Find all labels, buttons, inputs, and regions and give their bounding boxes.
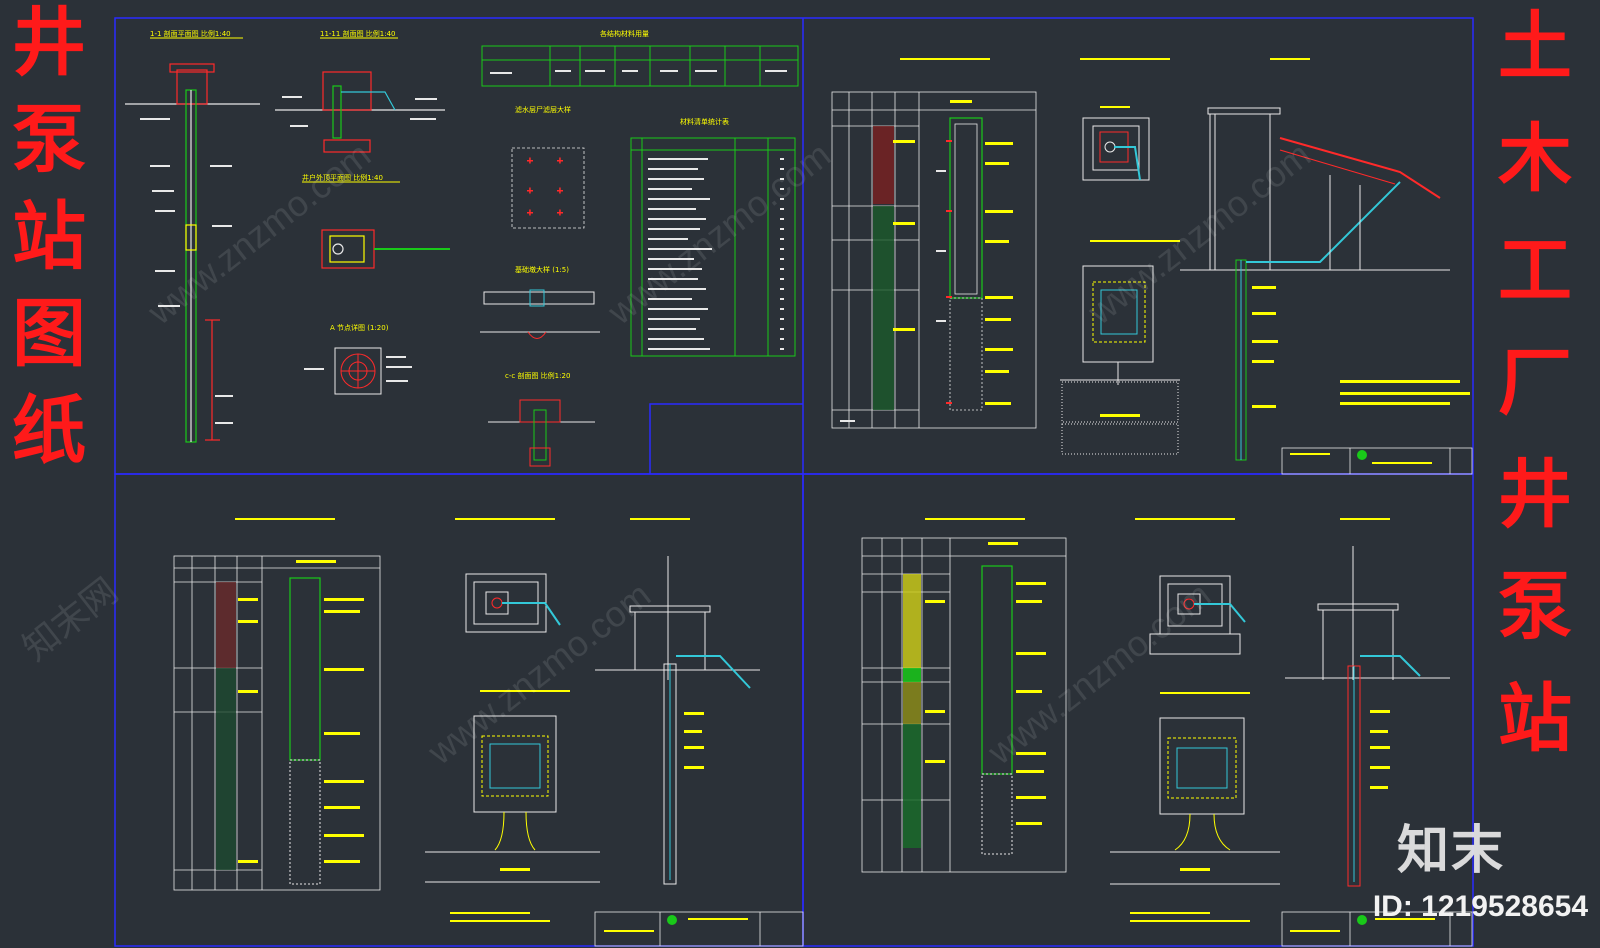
brand-logo: 知末 xyxy=(1396,821,1505,881)
label-plan: 井户外顶平面图 比例1:40 xyxy=(302,173,383,182)
table-row xyxy=(648,198,710,200)
table-cell xyxy=(780,168,784,170)
table-cell xyxy=(780,298,784,300)
table-cell xyxy=(780,268,784,270)
table-cell xyxy=(780,338,784,340)
table-row xyxy=(648,228,700,230)
table-row xyxy=(648,348,710,350)
table-row xyxy=(648,238,688,240)
table-cell xyxy=(780,158,784,160)
table-row xyxy=(648,218,706,220)
sheet-frames xyxy=(114,17,1474,947)
table-cell xyxy=(780,198,784,200)
table-row xyxy=(648,298,692,300)
label-base: 基础墩大样 (1:5) xyxy=(515,265,569,274)
sheet-bottom-right xyxy=(861,518,1473,947)
table-cell xyxy=(780,188,784,190)
table-row xyxy=(648,248,712,250)
table-row xyxy=(648,308,708,310)
sheet-top-left: 1-1 剖面平面图 比例1:40 11-11 剖面图 比例1:40 井户外顶平面… xyxy=(125,29,799,467)
table-row xyxy=(648,168,698,170)
sheet-bottom-left xyxy=(173,518,804,947)
label-detail-a: A 节点详图 (1:20) xyxy=(330,323,389,332)
table-row xyxy=(648,338,704,340)
table-cell xyxy=(780,248,784,250)
table-cell xyxy=(780,308,784,310)
label-section-2: 11-11 剖面图 比例1:40 xyxy=(320,29,396,38)
table-cell xyxy=(780,318,784,320)
table-cell xyxy=(780,218,784,220)
table-cell xyxy=(780,208,784,210)
image-id-label: ID: 1219528654 xyxy=(1372,890,1588,923)
right-vertical-title: 土 木 工 厂 井 泵 站 xyxy=(1498,4,1572,762)
table-cell xyxy=(780,238,784,240)
label-materials: 各结构材料用量 xyxy=(600,29,649,38)
table-row xyxy=(648,288,706,290)
table-row xyxy=(648,188,692,190)
label-grid: 滤水层尸滤层大样 xyxy=(515,105,571,114)
label-section-1: 1-1 剖面平面图 比例1:40 xyxy=(150,29,231,38)
table-row xyxy=(648,268,702,270)
label-table: 材料清单统计表 xyxy=(680,117,729,126)
table-cell xyxy=(780,258,784,260)
table-row xyxy=(648,158,708,160)
table-row xyxy=(648,278,698,280)
table-row xyxy=(648,178,704,180)
table-cell xyxy=(780,288,784,290)
table-row xyxy=(648,208,696,210)
label-section-c: c-c 剖面图 比例1:20 xyxy=(505,371,570,380)
sheet-top-right xyxy=(831,58,1473,475)
table-cell xyxy=(780,178,784,180)
table-row xyxy=(648,328,696,330)
material-table-rows xyxy=(648,158,784,350)
table-row xyxy=(648,318,700,320)
table-cell xyxy=(780,228,784,230)
table-row xyxy=(648,258,694,260)
left-vertical-title: 井 泵 站 图 纸 xyxy=(12,0,86,474)
table-cell xyxy=(780,328,784,330)
table-cell xyxy=(780,278,784,280)
table-cell xyxy=(780,348,784,350)
